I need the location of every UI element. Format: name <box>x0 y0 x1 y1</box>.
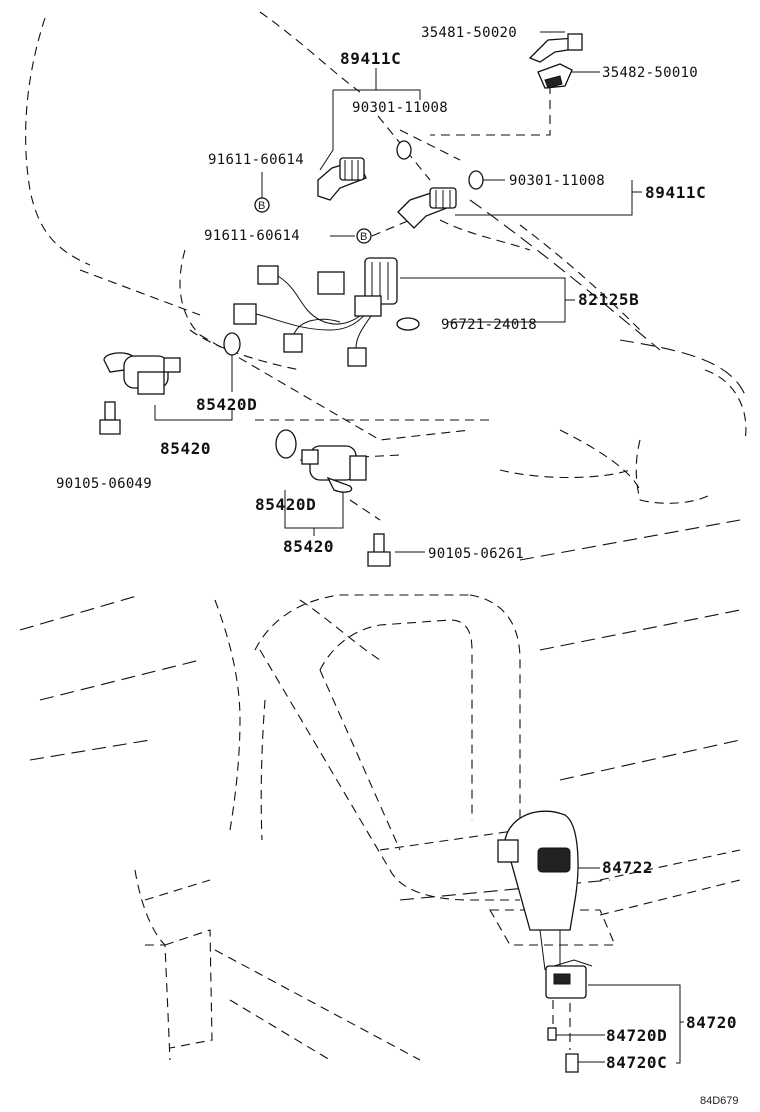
label-90105-06261: 90105-06261 <box>428 546 524 562</box>
label-85420d-upper: 85420D <box>196 395 257 414</box>
solenoid-85420-upper <box>103 332 241 395</box>
label-84720: 84720 <box>686 1013 737 1032</box>
sensor-35481 <box>528 33 583 63</box>
label-96721-24018: 96721-24018 <box>441 317 537 333</box>
label-91611-60614-top: 91611-60614 <box>208 152 304 168</box>
label-85420-upper: 85420 <box>160 439 211 458</box>
label-84720c: 84720C <box>606 1053 667 1072</box>
oring-96721 <box>396 317 420 331</box>
label-35481-50020: 35481-50020 <box>421 25 517 41</box>
label-82125b: 82125B <box>578 290 639 309</box>
body-outline-top <box>25 11 747 504</box>
solenoid-85420-lower <box>275 429 367 493</box>
label-90105-06049: 90105-06049 <box>56 476 152 492</box>
switch-84722 <box>497 810 579 971</box>
oring-90301-top <box>396 140 412 160</box>
bolt-91611-top: B <box>254 197 270 213</box>
sensor-89411c-top <box>317 157 367 201</box>
bolt-90105-06049 <box>99 401 121 435</box>
label-35482-50010: 35482-50010 <box>602 65 698 81</box>
body-outline-bottom <box>19 519 741 1061</box>
labels: 35481-50020 35482-50010 89411C 90301-110… <box>56 25 739 1107</box>
svg-text:B: B <box>360 231 367 243</box>
svg-text:B: B <box>258 200 265 212</box>
label-85420d-lower: 85420D <box>255 495 316 514</box>
label-84720d: 84720D <box>606 1026 667 1045</box>
label-84722: 84722 <box>602 858 653 877</box>
wire-harness-82125b <box>233 257 398 367</box>
bolt-90105-06261 <box>367 533 391 567</box>
sensor-89411c-right <box>397 187 457 229</box>
label-90301-11008-right: 90301-11008 <box>509 173 605 189</box>
label-89411c-right: 89411C <box>645 183 706 202</box>
switch-84720 <box>545 959 593 1073</box>
label-89411c-top: 89411C <box>340 49 401 68</box>
figure-code: 84D679 <box>700 1095 739 1107</box>
label-85420-lower: 85420 <box>283 537 334 556</box>
label-91611-60614-mid: 91611-60614 <box>204 228 300 244</box>
label-90301-11008-top: 90301-11008 <box>352 100 448 116</box>
bracket-35482 <box>537 63 573 89</box>
leader-lines <box>109 31 684 1064</box>
oring-90301-right <box>468 170 484 190</box>
bolt-91611-mid: B <box>356 228 372 244</box>
